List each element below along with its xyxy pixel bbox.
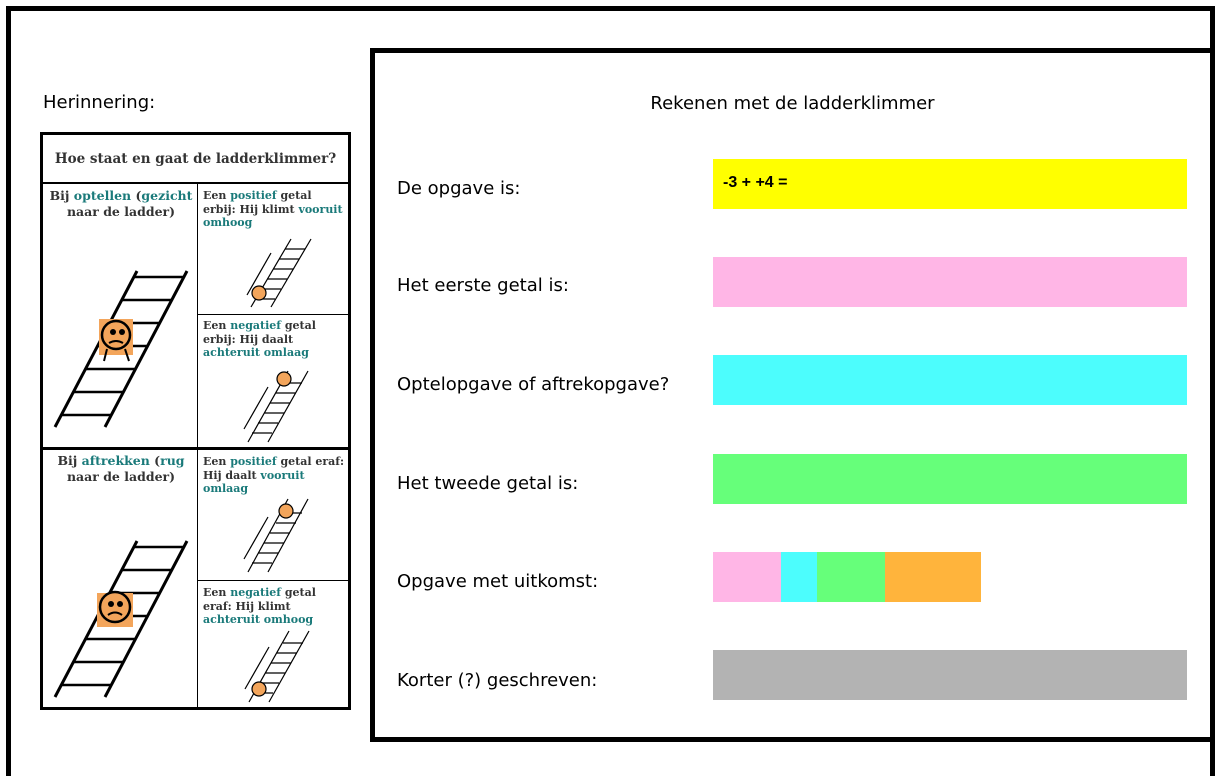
eerste-getal-label: Het eerste getal is: <box>397 275 569 296</box>
optellen-negatief-text: Een negatief getal erbij: Hij daalt acht… <box>203 319 316 359</box>
uitkomst-tweede-getal-segment[interactable] <box>817 552 885 602</box>
uitkomst-resultaat-segment[interactable] <box>885 552 981 602</box>
opgave-field[interactable]: -3 + +4 = <box>713 159 1187 209</box>
ladder-up-icon <box>246 238 312 308</box>
ladder-climber-face-icon <box>53 270 189 428</box>
korter-field[interactable] <box>713 650 1187 700</box>
page-title: Rekenen met de ladderklimmer <box>650 93 935 114</box>
uitkomst-bewerking-segment[interactable] <box>781 552 817 602</box>
korter-label: Korter (?) geschreven: <box>397 670 598 691</box>
aftrekken-negatief-text: Een negatief getal eraf: Hij klimt achte… <box>203 586 316 626</box>
opgave-type-label: Optelopgave of aftrekopgave? <box>397 374 670 395</box>
divider <box>43 447 348 450</box>
optellen-positief-text: Een positief getal erbij: Hij klimt voor… <box>203 189 343 229</box>
ladder-down-icon <box>243 370 309 443</box>
tweede-getal-field[interactable] <box>713 454 1187 504</box>
opgave-label: De opgave is: <box>397 178 521 199</box>
uitkomst-field[interactable] <box>713 552 981 602</box>
opgave-type-field[interactable] <box>713 355 1187 405</box>
aftrekken-label: Bij aftrekken (rug naar de ladder) <box>57 453 185 484</box>
ladder-down-forward-icon <box>243 498 309 573</box>
ladder-up-backward-icon <box>244 630 310 703</box>
optellen-label: Bij optellen (gezicht naar de ladder) <box>49 188 193 219</box>
divider <box>198 314 348 315</box>
reminder-table-title: Hoe staat en gaat de ladderklimmer? <box>54 151 337 167</box>
divider <box>43 182 348 184</box>
tweede-getal-label: Het tweede getal is: <box>397 473 579 494</box>
reminder-table: Hoe staat en gaat de ladderklimmer? Bij … <box>40 132 351 710</box>
main-panel: Rekenen met de ladderklimmer De opgave i… <box>370 48 1215 742</box>
opgave-value: -3 + +4 = <box>723 174 788 191</box>
divider <box>197 183 198 707</box>
ladder-climber-back-icon <box>53 540 189 698</box>
uitkomst-label: Opgave met uitkomst: <box>397 571 599 592</box>
uitkomst-eerste-getal-segment[interactable] <box>713 552 781 602</box>
reminder-heading: Herinnering: <box>43 92 156 113</box>
aftrekken-positief-text: Een positief getal eraf: Hij daalt vooru… <box>203 455 345 495</box>
eerste-getal-field[interactable] <box>713 257 1187 307</box>
divider <box>198 580 348 581</box>
